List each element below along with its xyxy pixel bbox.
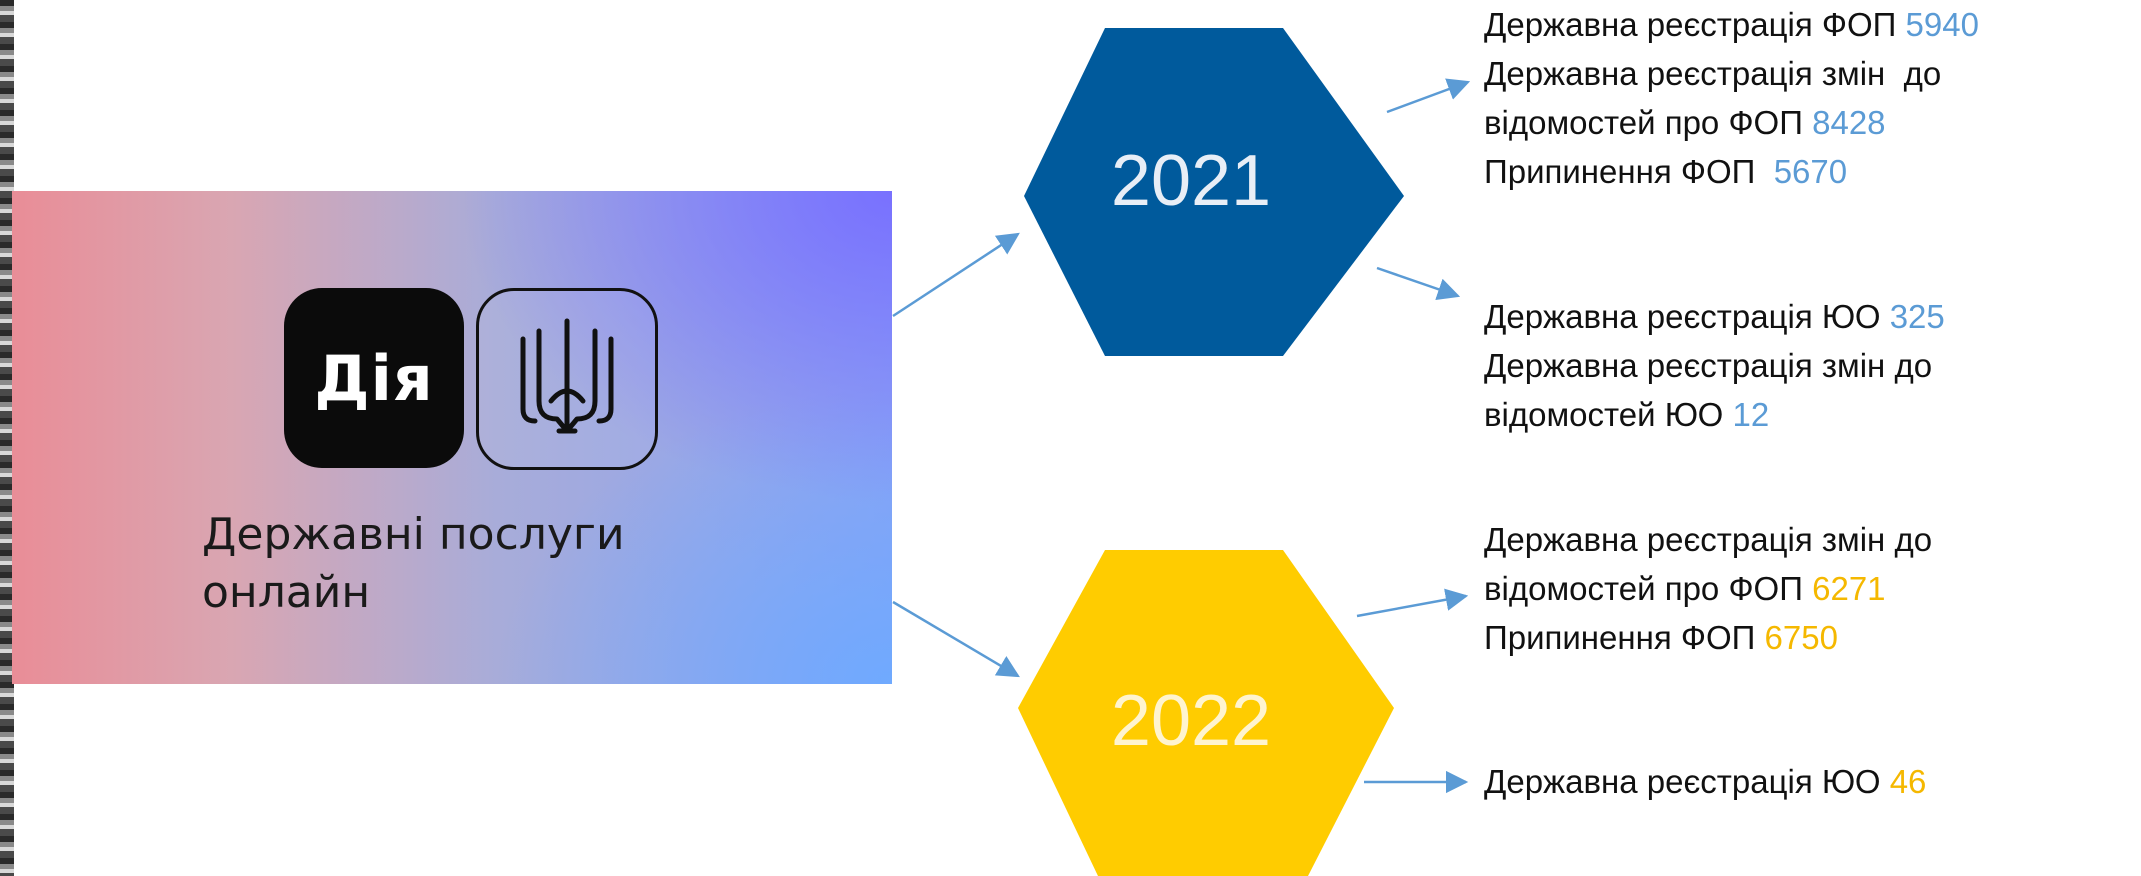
info-value: 5940 (1905, 6, 1979, 43)
left-edge-photo-strip (0, 0, 14, 876)
arrow-banner-to-2022 (892, 600, 1020, 678)
info-2022-yuo: Державна реєстрація ЮО 46 (1484, 757, 1926, 806)
year-2021-label: 2021 (1110, 141, 1272, 221)
arrow-2021-to-yuo (1376, 266, 1461, 301)
info-value: 325 (1889, 298, 1945, 335)
info-value: 8428 (1812, 104, 1886, 141)
info-text: Державна реєстрація ЮО (1484, 298, 1890, 335)
hexagon-2022 (1018, 550, 1394, 876)
trident-logo (476, 288, 658, 470)
diia-banner: Дія Державні послуги онлайн (12, 191, 892, 684)
info-value: 12 (1732, 396, 1770, 433)
arrow-2021-to-fop (1386, 78, 1471, 114)
info-2021-yuo: Державна реєстрація ЮО 325 Державна реєс… (1484, 292, 1945, 439)
info-text: Припинення ФОП (1484, 619, 1765, 656)
info-value: 5670 (1773, 153, 1848, 190)
year-2022-label: 2022 (1110, 681, 1272, 761)
hexagon-2021 (1024, 28, 1404, 356)
info-text: Припинення ФОП (1484, 153, 1774, 190)
banner-title-line1: Державні послуги (202, 509, 625, 560)
diia-logo: Дія (284, 288, 464, 468)
info-2022-fop: Державна реєстрація змін до відомостей п… (1484, 515, 1932, 662)
info-value: 6271 (1812, 570, 1886, 607)
info-text: Державна реєстрація ФОП (1484, 6, 1906, 43)
info-value: 46 (1889, 763, 1927, 800)
arrow-2022-to-fop (1356, 588, 1469, 618)
diia-logo-text: Дія (314, 341, 434, 415)
info-text: Державна реєстрація ЮО (1484, 763, 1890, 800)
trident-icon (520, 318, 614, 434)
arrow-banner-to-2021 (892, 232, 1020, 318)
info-text: Державна реєстрація змін до відомостей п… (1484, 521, 1933, 607)
banner-title-line2: онлайн (202, 567, 371, 618)
info-2021-fop: Державна реєстрація ФОП 5940 Державна ре… (1484, 0, 1979, 196)
info-text: Державна реєстрація змін до відомостей Ю… (1484, 347, 1933, 433)
info-text: Державна реєстрація змін до відомостей п… (1484, 55, 1942, 141)
info-value: 6750 (1764, 619, 1838, 656)
